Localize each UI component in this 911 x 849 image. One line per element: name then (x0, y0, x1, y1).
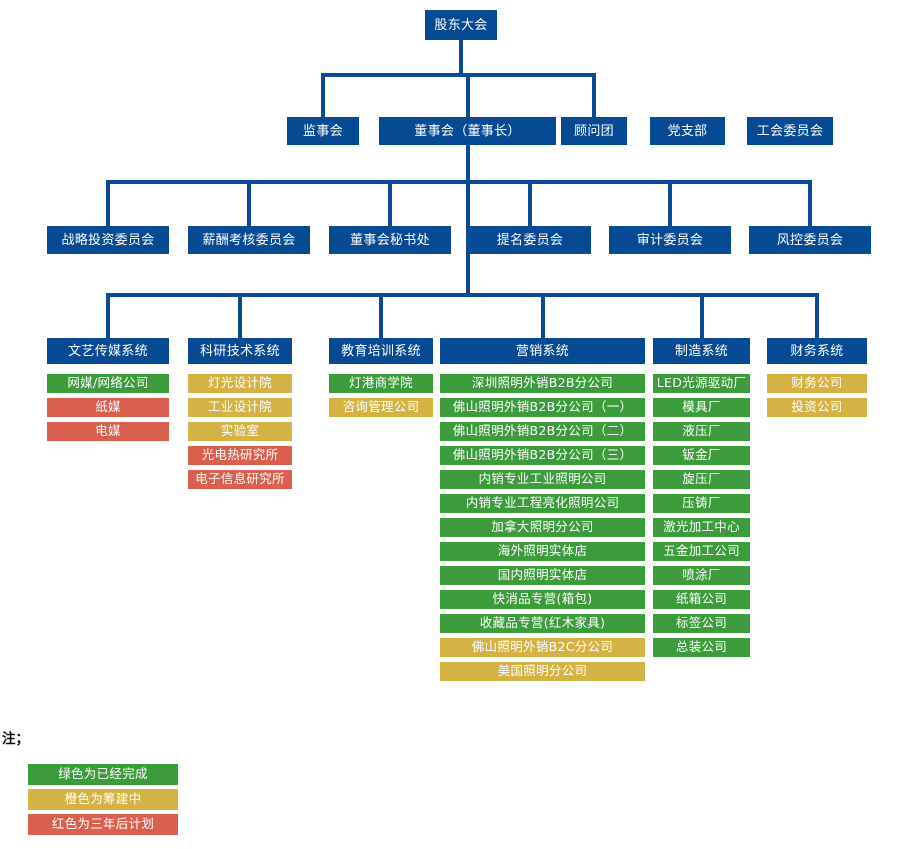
system-item-4-4[interactable]: 旋压厂 (653, 470, 750, 489)
system-item-3-0[interactable]: 深圳照明外销B2B分公司 (440, 374, 645, 393)
system-item-3-2[interactable]: 佛山照明外销B2B分公司（二） (440, 422, 645, 441)
legend-item-green: 绿色为已经完成 (28, 764, 178, 785)
system-item-3-5[interactable]: 内销专业工程亮化照明公司 (440, 494, 645, 513)
connector-committee-drop-1 (247, 180, 251, 226)
connector-system-drop-1 (238, 293, 242, 338)
system-item-3-12[interactable]: 美国照明分公司 (440, 662, 645, 681)
system-item-4-3[interactable]: 钣金厂 (653, 446, 750, 465)
system-item-1-0[interactable]: 灯光设计院 (188, 374, 292, 393)
system-item-4-10[interactable]: 标签公司 (653, 614, 750, 633)
system-item-1-4[interactable]: 电子信息研究所 (188, 470, 292, 489)
node-committee-2[interactable]: 董事会秘书处 (329, 226, 451, 254)
system-header-2[interactable]: 教育培训系统 (329, 338, 433, 364)
connector-level2-drop-1 (465, 73, 470, 117)
system-header-4[interactable]: 制造系统 (653, 338, 750, 364)
system-item-1-2[interactable]: 实验室 (188, 422, 292, 441)
system-item-1-3[interactable]: 光电热研究所 (188, 446, 292, 465)
connector-committee-drop-3 (528, 180, 532, 226)
system-item-4-9[interactable]: 纸箱公司 (653, 590, 750, 609)
connector-system-drop-0 (106, 293, 110, 338)
legend-item-orange: 橙色为筹建中 (28, 789, 178, 810)
system-item-4-11[interactable]: 总装公司 (653, 638, 750, 657)
node-root[interactable]: 股东大会 (425, 10, 497, 40)
legend-title: 注； (2, 731, 29, 747)
connector-level2-bus (321, 73, 596, 77)
system-item-2-1[interactable]: 咨询管理公司 (329, 398, 433, 417)
system-item-3-10[interactable]: 收藏品专营(红木家具) (440, 614, 645, 633)
node-committee-4[interactable]: 审计委员会 (609, 226, 731, 254)
connector-system-drop-3 (540, 293, 545, 338)
system-item-3-8[interactable]: 国内照明实体店 (440, 566, 645, 585)
node-committee-0[interactable]: 战略投资委员会 (47, 226, 169, 254)
system-item-4-8[interactable]: 喷涂厂 (653, 566, 750, 585)
legend-item-red: 红色为三年后计划 (28, 814, 178, 835)
system-header-3[interactable]: 营销系统 (440, 338, 645, 364)
system-item-4-7[interactable]: 五金加工公司 (653, 542, 750, 561)
system-item-3-6[interactable]: 加拿大照明分公司 (440, 518, 645, 537)
connector-committee-drop-2 (388, 180, 392, 226)
system-item-3-9[interactable]: 快消品专营(箱包) (440, 590, 645, 609)
system-item-0-0[interactable]: 网媒/网络公司 (47, 374, 169, 393)
system-item-3-11[interactable]: 佛山照明外销B2C分公司 (440, 638, 645, 657)
system-header-0[interactable]: 文艺传媒系统 (47, 338, 169, 364)
node-level2-1[interactable]: 董事会（董事长） (379, 117, 556, 145)
node-committee-1[interactable]: 薪酬考核委员会 (188, 226, 310, 254)
node-level2-2[interactable]: 顾问团 (561, 117, 627, 145)
system-item-4-0[interactable]: LED光源驱动厂 (653, 374, 750, 393)
connector-board-trunk (465, 180, 470, 295)
system-item-3-1[interactable]: 佛山照明外销B2B分公司（一） (440, 398, 645, 417)
system-item-4-1[interactable]: 模具厂 (653, 398, 750, 417)
node-committee-5[interactable]: 风控委员会 (749, 226, 871, 254)
system-item-4-5[interactable]: 压铸厂 (653, 494, 750, 513)
connector-level2-drop-2 (592, 73, 596, 117)
system-item-5-1[interactable]: 投资公司 (767, 398, 867, 417)
system-item-4-6[interactable]: 激光加工中心 (653, 518, 750, 537)
node-level2-3[interactable]: 党支部 (650, 117, 725, 145)
system-item-0-1[interactable]: 纸媒 (47, 398, 169, 417)
system-item-3-4[interactable]: 内销专业工业照明公司 (440, 470, 645, 489)
system-item-3-3[interactable]: 佛山照明外销B2B分公司（三） (440, 446, 645, 465)
system-header-5[interactable]: 财务系统 (767, 338, 867, 364)
system-header-1[interactable]: 科研技术系统 (188, 338, 292, 364)
system-item-5-0[interactable]: 财务公司 (767, 374, 867, 393)
connector-root-stem (459, 40, 463, 74)
connector-level2-drop-0 (321, 73, 325, 117)
connector-committee-drop-4 (668, 180, 672, 226)
system-item-4-2[interactable]: 液压厂 (653, 422, 750, 441)
connector-committee-drop-5 (808, 180, 812, 226)
node-level2-0[interactable]: 监事会 (287, 117, 359, 145)
node-committee-3[interactable]: 提名委员会 (469, 226, 591, 254)
connector-system-drop-2 (379, 293, 383, 338)
system-item-2-0[interactable]: 灯港商学院 (329, 374, 433, 393)
system-item-3-7[interactable]: 海外照明实体店 (440, 542, 645, 561)
connector-board-stem (465, 145, 470, 184)
connector-system-drop-4 (699, 293, 704, 338)
connector-system-bus (106, 293, 819, 297)
connector-system-drop-5 (815, 293, 819, 338)
system-item-0-2[interactable]: 电媒 (47, 422, 169, 441)
node-level2-4[interactable]: 工会委员会 (747, 117, 833, 145)
connector-committee-bus (106, 180, 812, 184)
system-item-1-1[interactable]: 工业设计院 (188, 398, 292, 417)
connector-committee-drop-0 (106, 180, 110, 226)
